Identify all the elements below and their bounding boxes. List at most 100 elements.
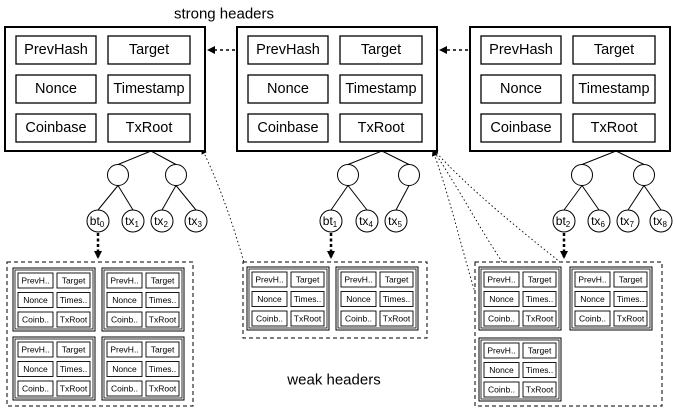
- prevhash-field: PrevHash: [24, 42, 88, 58]
- coinb-field: Coinb..: [111, 315, 138, 325]
- tree-edge: [347, 150, 383, 165]
- prevh-field: PrevH..: [110, 276, 138, 286]
- tree-edge: [643, 185, 662, 211]
- prevhash-cell: [247, 35, 329, 65]
- txroot-field: TxRoot: [149, 384, 177, 394]
- coinbase-cell: [480, 113, 562, 143]
- coinbase-cell: [15, 113, 97, 143]
- merkle-leaf: bt0: [86, 209, 110, 233]
- times-cell: [522, 291, 557, 307]
- leaf-label-base: tx: [653, 214, 662, 228]
- nonce-field: Nonce: [489, 294, 514, 304]
- times-field: Times..: [149, 295, 177, 305]
- target-field: Target: [361, 42, 401, 58]
- times-cell: [379, 291, 414, 307]
- nonce-cell: [17, 292, 54, 308]
- leaf-label-base: tx: [591, 214, 600, 228]
- times-cell: [56, 292, 91, 308]
- prevh-cell: [106, 272, 143, 289]
- txroot-field: TxRoot: [294, 314, 322, 324]
- target-cell: [145, 272, 180, 289]
- weak-headers-label: weak headers: [286, 372, 380, 389]
- tree-edge: [627, 185, 645, 211]
- txroot-field: TxRoot: [358, 120, 405, 136]
- nonce-field: Nonce: [257, 294, 282, 304]
- leaf-label: tx4: [359, 214, 373, 229]
- prevh-cell: [251, 271, 288, 288]
- leaf-label-subscript: 1: [134, 220, 139, 229]
- weak-prevhash-link: [431, 150, 495, 347]
- target-field: Target: [528, 275, 552, 285]
- txroot-cell: [56, 311, 91, 328]
- coinb-field: Coinb..: [488, 385, 515, 395]
- leaf-label-base: tx: [154, 214, 163, 228]
- leaf-label-subscript: 2: [163, 220, 168, 229]
- txroot-field: TxRoot: [60, 384, 88, 394]
- merkle-leaf: tx3: [184, 209, 208, 233]
- prevhash-cell: [15, 35, 97, 65]
- txroot-cell: [145, 380, 180, 397]
- nonce-cell: [574, 291, 611, 307]
- leaf-label-subscript: 6: [600, 220, 605, 229]
- leaf-label-base: tx: [359, 214, 368, 228]
- leaf-label-subscript: 1: [333, 220, 338, 229]
- merkle-inner-node: [571, 164, 593, 186]
- tree-edge: [97, 185, 119, 211]
- merkle-leaf: tx8: [649, 209, 673, 233]
- prevh-field: PrevH..: [110, 345, 138, 355]
- leaf-label-base: tx: [125, 214, 134, 228]
- coinbase-cell: [247, 113, 329, 143]
- coinb-cell: [106, 380, 143, 397]
- tree-edge: [581, 185, 600, 211]
- merkle-leaf: bt2: [552, 209, 576, 233]
- tree-edge: [117, 185, 134, 211]
- nonce-field: Nonce: [267, 81, 309, 97]
- strong-headers-label: strong headers: [174, 6, 274, 23]
- weak-header-inner-frame: [103, 338, 183, 399]
- leaf-label-base: tx: [620, 214, 629, 228]
- target-cell: [56, 341, 91, 358]
- timestamp-field: Timestamp: [345, 81, 416, 97]
- target-cell: [572, 35, 656, 65]
- leaf-label: bt0: [90, 214, 105, 229]
- merkle-inner-node: [165, 164, 187, 186]
- leaf-node: [587, 209, 611, 233]
- prevh-cell: [17, 272, 54, 289]
- coinb-field: Coinb..: [22, 384, 49, 394]
- tree-edge: [395, 185, 410, 211]
- weak-prevhash-link: [201, 148, 248, 274]
- coinb-field: Coinb..: [579, 314, 606, 324]
- txroot-field: TxRoot: [60, 315, 88, 325]
- coinb-cell: [17, 311, 54, 328]
- coinb-cell: [483, 310, 520, 327]
- txroot-field: TxRoot: [526, 314, 554, 324]
- tree-edge: [347, 185, 368, 211]
- target-field: Target: [151, 345, 175, 355]
- nonce-cell: [480, 74, 562, 104]
- nonce-field: Nonce: [112, 364, 137, 374]
- target-cell: [522, 342, 557, 359]
- tree-edge: [161, 185, 177, 211]
- merkle-leaf: tx1: [121, 209, 145, 233]
- weak-header-inner-frame: [14, 269, 94, 330]
- times-cell: [290, 291, 325, 307]
- weak-prevhash-link: [432, 149, 510, 273]
- leaf-label: tx5: [388, 214, 402, 229]
- times-cell: [145, 292, 180, 308]
- txroot-field: TxRoot: [617, 314, 645, 324]
- merkle-leaf: tx5: [384, 209, 408, 233]
- merkle-inner-node: [337, 164, 359, 186]
- txroot-cell: [379, 310, 414, 327]
- target-cell: [339, 35, 423, 65]
